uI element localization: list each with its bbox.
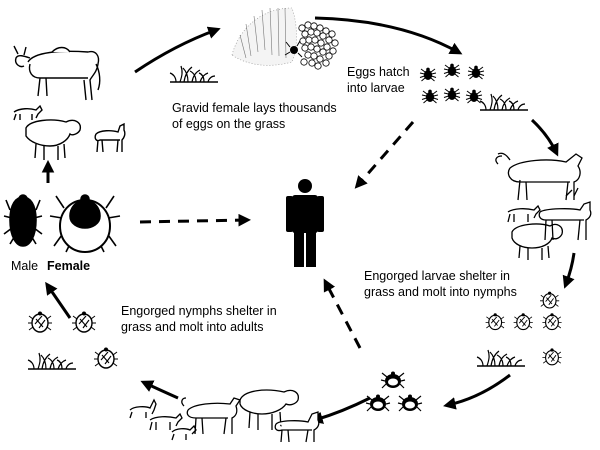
arrow-nymphs-down xyxy=(443,373,511,410)
arrow-nymph-up xyxy=(45,281,72,319)
gravid-label-line2: of eggs on the grass xyxy=(172,117,286,131)
gravid-female-with-eggs xyxy=(169,7,339,83)
nymph-hosts-bottom xyxy=(129,389,320,443)
larvae-label-line1: Engorged larvae shelter in xyxy=(364,269,510,283)
nymphs-label-line1: Engorged nymphs shelter in xyxy=(121,304,277,318)
adult-hosts-top-left xyxy=(13,45,126,160)
arrow-bottom-left xyxy=(310,396,371,424)
arrow-hatch-to-hosts xyxy=(530,118,559,157)
larval-hosts-right xyxy=(495,152,592,260)
dashed-arrow-from-larvae xyxy=(354,121,415,189)
engorged-larvae-grass xyxy=(476,291,563,367)
arrow-hosts-to-larvae xyxy=(562,252,576,289)
male-label: Male xyxy=(11,259,39,273)
arrow-to-ground xyxy=(140,380,179,400)
human-figure xyxy=(286,179,324,267)
eggs-label-line1: Eggs hatch xyxy=(347,65,410,79)
gravid-label-line1: Gravid female lays thousands xyxy=(172,101,337,115)
arrow-hosts-to-eggs xyxy=(134,26,221,74)
female-label: Female xyxy=(47,259,91,273)
larvae-on-grass xyxy=(419,63,529,111)
larvae-label-line2: grass and molt into nymphs xyxy=(364,285,517,299)
nymphs-label-line2: grass and molt into adults xyxy=(121,320,264,334)
dashed-arrow-from-nymphs xyxy=(323,278,362,349)
cycle-arrows xyxy=(41,16,576,424)
female-tick xyxy=(49,194,121,254)
nymph-cluster xyxy=(365,370,423,412)
dashed-arrow-from-adults xyxy=(139,213,252,227)
dashed-arrows xyxy=(139,121,415,349)
engorged-nymphs-grass xyxy=(27,310,119,370)
adult-ticks xyxy=(3,194,121,254)
eggs-label-line2: into larvae xyxy=(347,81,405,95)
male-tick xyxy=(3,194,43,247)
arrow-eggs-to-hatch xyxy=(314,16,463,55)
